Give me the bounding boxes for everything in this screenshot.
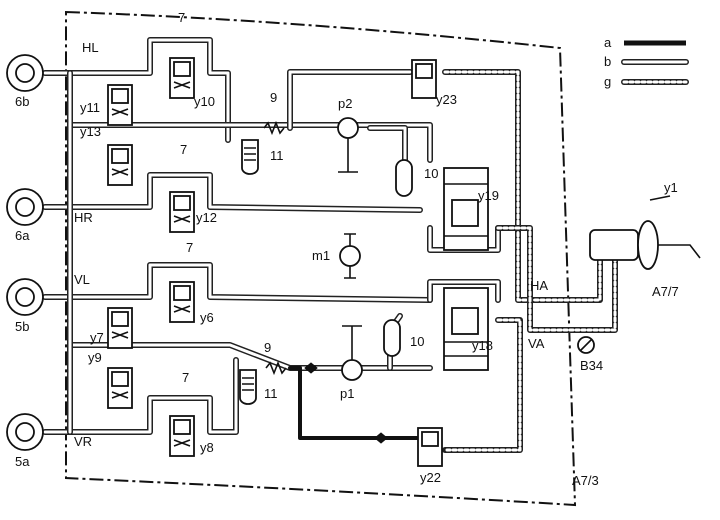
legend-label-a: a [604, 35, 612, 50]
master-cylinder-a7-7 [589, 195, 701, 270]
svg-text:6b: 6b [15, 94, 29, 109]
label-7-d: 7 [182, 370, 189, 385]
valve-y19 [443, 167, 489, 251]
valve-y7 [107, 307, 133, 349]
label-p2: p2 [338, 96, 352, 111]
legend-label-b: b [604, 54, 611, 69]
wheel-5b: 5b [6, 278, 44, 334]
valve-y9 [107, 367, 133, 409]
pump-p1 [341, 325, 363, 381]
check-valve-9-lower [265, 360, 287, 376]
wheel-5a: 5a [6, 413, 44, 469]
valve-y18 [443, 287, 489, 371]
label-ha: HA [530, 278, 548, 293]
label-hr: HR [74, 210, 93, 225]
svg-text:5a: 5a [15, 454, 30, 469]
label-y9: y9 [88, 350, 102, 365]
label-vl: VL [74, 272, 90, 287]
label-y19: y19 [478, 188, 499, 203]
label-y7: y7 [90, 330, 104, 345]
label-7-c: 7 [186, 240, 193, 255]
label-y23: y23 [436, 92, 457, 107]
label-11-a: 11 [270, 148, 284, 163]
valve-y23 [411, 59, 437, 99]
label-y18: y18 [472, 338, 493, 353]
legend-label-g: g [604, 74, 611, 89]
valve-y13 [107, 144, 133, 186]
unit-boundary [65, 10, 577, 507]
label-y11: y11 [80, 100, 100, 115]
svg-text:5b: 5b [15, 319, 29, 334]
label-b34: B34 [580, 358, 603, 373]
label-hl: HL [82, 40, 99, 55]
label-m1: m1 [312, 248, 330, 263]
damper-10-lower [383, 319, 401, 357]
label-va: VA [528, 336, 545, 351]
label-9-a: 9 [270, 90, 277, 105]
label-7-b: 7 [180, 142, 187, 157]
wheel-6a: 6a [6, 188, 44, 243]
valve-y12 [169, 191, 195, 233]
valve-y8 [169, 415, 195, 457]
motor-m1 [339, 233, 361, 279]
label-9-b: 9 [264, 340, 271, 355]
label-y22: y22 [420, 470, 441, 485]
pressure-line [288, 366, 422, 440]
labels: HL HR VL VR HA VA 7 7 7 7 9 9 10 10 11 1… [74, 10, 679, 488]
label-p1: p1 [340, 386, 354, 401]
legend: a b g [604, 35, 689, 89]
check-valve-9-upper [263, 120, 285, 136]
label-y8: y8 [200, 440, 214, 455]
valve-y22 [417, 427, 443, 467]
label-11-b: 11 [264, 386, 278, 401]
return-lines [442, 69, 618, 453]
label-10-a: 10 [424, 166, 438, 181]
wheel-6b: 6b [6, 54, 44, 109]
valve-y10 [169, 57, 195, 99]
label-y12: y12 [196, 210, 217, 225]
svg-text:6a: 6a [15, 228, 30, 243]
sensor-b34 [577, 336, 595, 354]
label-a7-7: A7/7 [652, 284, 679, 299]
label-7-a: 7 [178, 10, 185, 25]
valve-y11 [107, 84, 133, 126]
label-10-b: 10 [410, 334, 424, 349]
accumulator-11-upper [241, 139, 259, 175]
valve-y6 [169, 281, 195, 323]
label-y13: y13 [80, 124, 101, 139]
label-y1: y1 [664, 180, 678, 195]
label-y10: y10 [194, 94, 215, 109]
label-y6: y6 [200, 310, 214, 325]
damper-10-upper [395, 159, 413, 197]
label-a7-3: A7/3 [572, 473, 599, 488]
accumulator-11-lower [239, 369, 257, 405]
pump-p2 [337, 117, 359, 173]
label-vr: VR [74, 434, 92, 449]
